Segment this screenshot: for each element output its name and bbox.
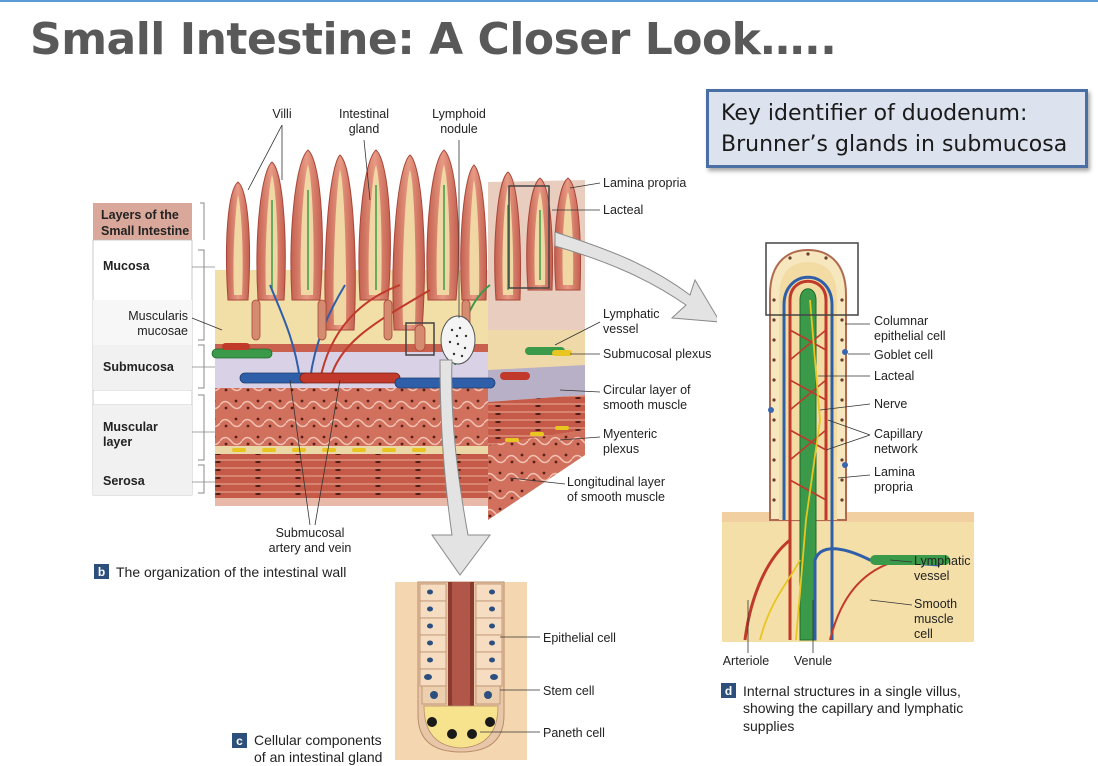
lymphoid-nodule: [440, 315, 476, 365]
label-d-lamina-2: propria: [874, 480, 913, 494]
panel-c-caption-2: of an intestinal gland: [254, 749, 382, 765]
villus-highlight-box: [508, 185, 550, 289]
label-d-lymphatic-1: Lymphatic: [914, 554, 971, 568]
label-arteriole: Arteriole: [723, 654, 770, 668]
label-lymphatic-vessel-2: vessel: [603, 322, 638, 336]
label-columnar-2: epithelial cell: [874, 329, 946, 343]
villus-arteriole: [788, 279, 828, 640]
panel-b-labels: Villi Intestinal gland Lymphoid nodule L…: [128, 107, 711, 555]
panel-c-letter: c: [236, 734, 243, 748]
panel-b-caption: The organization of the intestinal wall: [116, 564, 346, 580]
label-villi: Villi: [272, 107, 291, 121]
label-columnar-1: Columnar: [874, 314, 928, 328]
label-lymphoid-nodule-1: Lymphoid: [432, 107, 486, 121]
arrow-to-villus: [554, 231, 721, 323]
label-submucosal-artery-2: artery and vein: [269, 541, 352, 555]
table-header-line2: Small Intestine: [101, 224, 189, 238]
label-muscularis-2: mucosae: [137, 324, 188, 338]
label-submucosal-plexus: Submucosal plexus: [603, 347, 711, 361]
label-submucosal-artery-1: Submucosal: [276, 526, 345, 540]
label-myenteric-2: plexus: [603, 442, 639, 456]
label-goblet-cell: Goblet cell: [874, 348, 933, 362]
panel-c-leaders: [480, 636, 540, 733]
row-muscular-2: layer: [103, 435, 132, 449]
label-venule: Venule: [794, 654, 832, 668]
label-intestinal-gland-2: gland: [349, 122, 380, 136]
callout-line-2: Brunner’s glands in submucosa: [721, 132, 1068, 157]
label-smooth-3: cell: [914, 627, 933, 641]
label-epithelial-cell: Epithelial cell: [543, 631, 616, 645]
row-submucosa: Submucosa: [103, 360, 175, 374]
label-capillary-2: network: [874, 442, 919, 456]
row-mucosa: Mucosa: [103, 259, 151, 273]
villus-venule: [782, 275, 834, 640]
panel-c-gland: [395, 581, 527, 760]
label-circular-2: smooth muscle: [603, 398, 687, 412]
label-intestinal-gland-1: Intestinal: [339, 107, 389, 121]
layers-table: Layers of the Small Intestine Mucosa Sub…: [92, 202, 215, 496]
duodenum-callout: Key identifier of duodenum: Brunner’s gl…: [706, 89, 1088, 168]
label-smooth-2: muscle: [914, 612, 954, 626]
panel-c-caption-1: Cellular components: [254, 732, 382, 748]
table-header-line1: Layers of the: [101, 208, 179, 222]
slide-title: Small Intestine: A Closer Look…..: [30, 14, 837, 65]
label-nerve: Nerve: [874, 397, 907, 411]
label-lymphoid-nodule-2: nodule: [440, 122, 478, 136]
layers-table-header: [93, 203, 192, 240]
muscularis-mucosae-layer: [215, 344, 488, 352]
label-longitudinal-1: Longitudinal layer: [567, 475, 665, 489]
label-smooth-1: Smooth: [914, 597, 957, 611]
label-circular-1: Circular layer of: [603, 383, 691, 397]
serosa-layer: [215, 498, 488, 506]
panel-b-block: Layers of the Small Intestine Mucosa Sub…: [92, 92, 711, 580]
top-accent-line: [0, 0, 1098, 2]
label-longitudinal-2: of smooth muscle: [567, 490, 665, 504]
villus-nerve: [795, 299, 821, 641]
label-lacteal: Lacteal: [603, 203, 643, 217]
arrow-to-gland: [431, 359, 491, 576]
label-d-lamina-1: Lamina: [874, 465, 915, 479]
label-muscularis-1: Muscularis: [128, 309, 188, 323]
label-paneth-cell: Paneth cell: [543, 726, 605, 740]
panel-d-letter: d: [725, 684, 732, 698]
label-capillary-1: Capillary: [874, 427, 923, 441]
panel-d-caption-1: Internal structures in a single villus,: [743, 683, 961, 699]
panel-b-letter: b: [98, 565, 105, 579]
panel-d-leaders: [747, 323, 913, 653]
villus-tip-box: [765, 242, 859, 316]
panel-d-caption-2: showing the capillary and lymphatic: [743, 700, 963, 716]
panel-b-leaders: [191, 124, 601, 526]
panel-c-letter-box: [232, 733, 247, 748]
longitudinal-muscle-layer: [215, 454, 488, 498]
panel-d-letter-box: [721, 683, 736, 698]
label-lymphatic-vessel-1: Lymphatic: [603, 307, 660, 321]
panel-d-caption-3: supplies: [743, 718, 794, 734]
panel-d-labels: Columnar epithelial cell Goblet cell Lac…: [723, 314, 971, 668]
label-stem-cell: Stem cell: [543, 684, 594, 698]
label-lamina-propria: Lamina propria: [603, 176, 686, 190]
panel-d-villus: [717, 175, 982, 650]
label-d-lacteal: Lacteal: [874, 369, 914, 383]
callout-line-1: Key identifier of duodenum:: [721, 101, 1028, 126]
panel-b-letter-box: [94, 564, 109, 579]
label-d-lymphatic-2: vessel: [914, 569, 949, 583]
label-myenteric-1: Myenteric: [603, 427, 657, 441]
row-serosa: Serosa: [103, 474, 146, 488]
row-muscular-1: Muscular: [103, 420, 158, 434]
